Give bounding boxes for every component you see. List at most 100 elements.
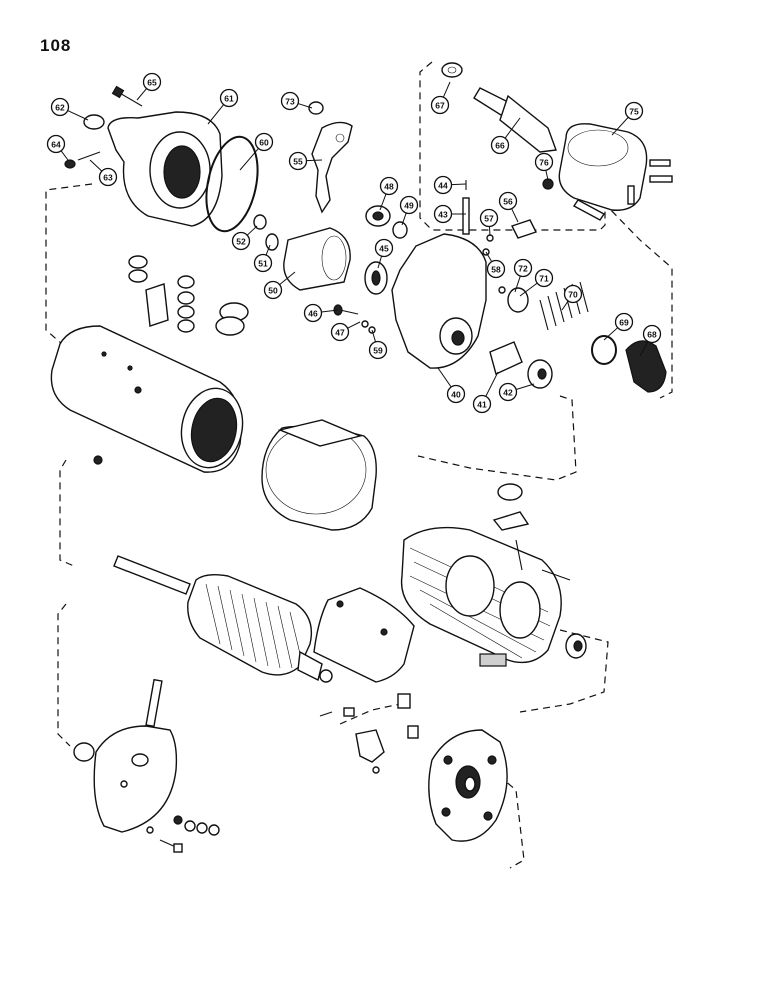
callout-65: 65 <box>136 72 162 101</box>
callout-45: 45 <box>374 238 394 269</box>
callout-73: 73 <box>280 91 313 111</box>
callout-circle <box>534 268 554 288</box>
callout-circle <box>219 88 239 108</box>
callout-66: 66 <box>490 117 521 155</box>
callout-56: 56 <box>498 191 519 223</box>
callout-67: 67 <box>430 81 451 115</box>
callout-circle <box>399 195 419 215</box>
callout-circle <box>46 134 66 154</box>
frame-screw <box>93 455 103 465</box>
pole-shoe-piece <box>313 587 415 683</box>
callout-leader-line <box>379 193 387 211</box>
callout-label: 46 <box>308 309 318 319</box>
part-51-ring <box>265 233 279 251</box>
callout-circle <box>624 101 644 121</box>
callout-58: 58 <box>485 251 506 279</box>
callout-label: 48 <box>384 182 394 192</box>
solenoid-bracket <box>572 199 606 221</box>
part-47-washer <box>361 320 369 328</box>
field-coil-group-outline <box>519 629 609 713</box>
callout-circle <box>231 231 251 251</box>
thru-bolt <box>145 678 163 728</box>
callout-circle <box>446 384 466 404</box>
callout-circle <box>614 312 634 332</box>
part-66-plunger <box>499 94 557 153</box>
part-64-plug <box>64 159 76 169</box>
part-58-ring <box>482 248 490 256</box>
callout-label: 51 <box>258 259 268 269</box>
callout-60: 60 <box>239 132 274 171</box>
callout-label: 52 <box>236 237 246 247</box>
callout-circle <box>472 394 492 414</box>
part-73-pin <box>308 101 324 115</box>
commutator <box>297 650 323 682</box>
callout-leader-line <box>246 225 258 236</box>
callout-leader-line <box>437 367 452 388</box>
part-49-ring <box>392 221 408 239</box>
callout-circle <box>142 72 162 92</box>
terminal-bracket <box>145 283 169 327</box>
callout-label: 68 <box>647 330 657 340</box>
pole-shoe <box>313 587 415 683</box>
callout-circle <box>303 303 323 323</box>
callout-50: 50 <box>263 271 296 300</box>
callout-label: 49 <box>404 201 414 211</box>
callout-label: 55 <box>293 157 303 167</box>
callout-label: 63 <box>103 173 113 183</box>
part-72-ring <box>498 286 506 294</box>
callout-circle <box>368 340 388 360</box>
part-56-plunger <box>511 219 537 239</box>
page-number: 108 <box>40 36 72 55</box>
callout-label: 67 <box>435 101 445 111</box>
part-52-washer <box>253 214 267 230</box>
part-68-boot <box>625 340 667 393</box>
brush-plate-group-outline <box>339 703 525 869</box>
callout-51: 51 <box>253 244 273 273</box>
callout-leader-line <box>611 116 629 136</box>
callout-leader-line <box>239 148 259 171</box>
callout-circle <box>534 152 554 172</box>
callout-leader-line <box>136 88 147 101</box>
callout-55: 55 <box>288 151 323 171</box>
callout-leader-line <box>442 81 451 98</box>
callout-57: 57 <box>479 208 499 237</box>
callout-71: 71 <box>519 268 554 297</box>
callout-label: 57 <box>484 214 494 224</box>
part-62-bushing <box>83 114 105 130</box>
callout-leader-line <box>639 341 649 357</box>
callout-leader-line <box>306 159 323 162</box>
callout-leader-line <box>519 282 538 297</box>
callout-circle <box>374 238 394 258</box>
callout-44: 44 <box>433 175 467 195</box>
part-40-nose-housing <box>391 233 487 369</box>
callout-76: 76 <box>534 152 554 181</box>
brush-screw <box>319 711 333 717</box>
callout-72: 72 <box>513 258 533 293</box>
callout-leader-line <box>603 327 619 341</box>
callout-label: 71 <box>539 274 549 284</box>
commutator-end-plate <box>93 725 178 833</box>
callout-64: 64 <box>46 134 69 161</box>
callout-circle <box>642 324 662 344</box>
callout-circle <box>50 97 70 117</box>
part-65-screw <box>117 91 143 107</box>
callout-40: 40 <box>437 367 466 404</box>
callout-63: 63 <box>89 159 118 187</box>
callout-leader-line <box>511 208 519 223</box>
drive-assembly <box>253 101 408 334</box>
part-70-spring <box>539 281 589 331</box>
callout-label: 69 <box>619 318 629 328</box>
callout-leader-line <box>401 212 407 226</box>
callout-circle <box>513 258 533 278</box>
washer <box>173 815 183 825</box>
callout-46: 46 <box>303 303 339 323</box>
callout-circle <box>479 208 499 228</box>
callout-leader-line <box>67 110 89 121</box>
callout-label: 50 <box>268 286 278 296</box>
callout-label: 75 <box>629 107 639 117</box>
drive-housing-group-outline <box>45 183 93 345</box>
part-71-washer <box>507 287 529 313</box>
callout-label: 58 <box>491 265 501 275</box>
nose-housing-group-outline <box>417 395 577 481</box>
